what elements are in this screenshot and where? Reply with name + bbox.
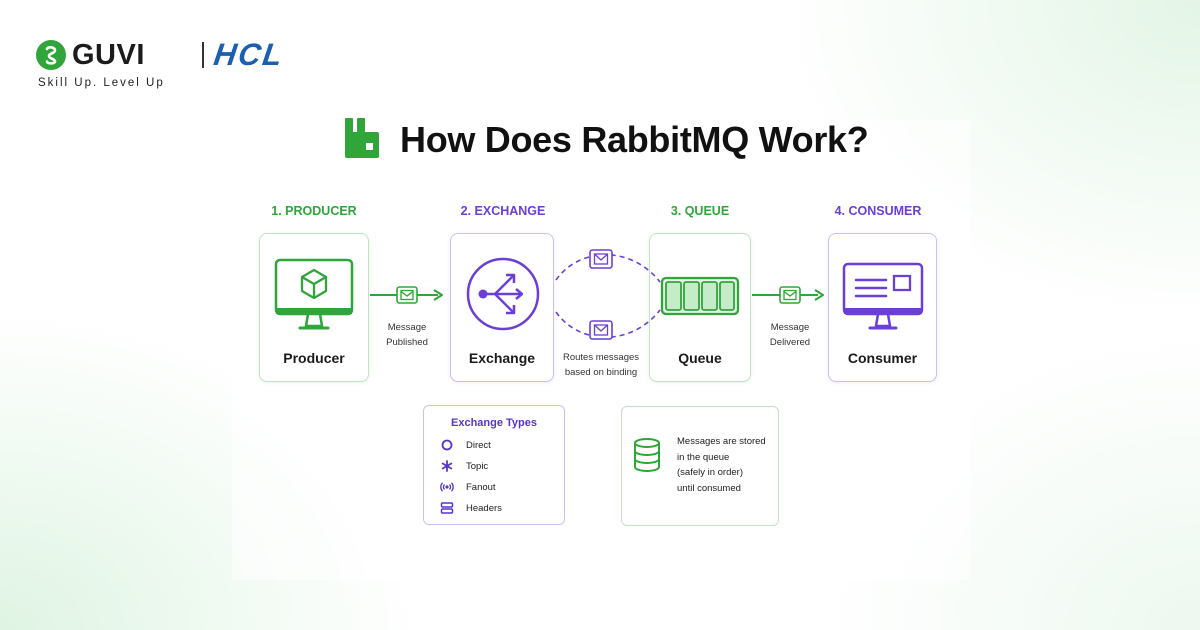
exchange-type-direct: Direct — [440, 437, 491, 453]
consumer-card-title: Consumer — [847, 350, 918, 366]
page-title: How Does RabbitMQ Work? — [400, 119, 869, 160]
logo-divider — [202, 42, 204, 68]
exchange-card: Exchange — [450, 233, 554, 382]
producer-card: Producer — [259, 233, 369, 382]
title-row: How Does RabbitMQ Work? — [0, 115, 1200, 165]
caption-routes-messages: Routes messages based on binding — [562, 352, 640, 378]
step-label-queue: 3. QUEUE — [670, 204, 730, 218]
database-icon — [634, 438, 660, 472]
envelope-icon — [589, 320, 613, 340]
dashed-routes-exchange-queue — [555, 249, 661, 340]
monitor-cube-icon — [274, 258, 354, 330]
routing-arrows-icon — [466, 257, 540, 331]
circle-icon — [441, 439, 453, 451]
envelope-icon — [396, 286, 418, 304]
exchange-types-title: Exchange Types — [451, 417, 537, 429]
queue-card-title: Queue — [678, 350, 722, 366]
exchange-type-headers: Headers — [440, 500, 502, 516]
exchange-card-title: Exchange — [468, 350, 536, 366]
caption-message-delivered: Message Delivered — [769, 322, 811, 348]
brand-tagline: Skill Up. Level Up — [38, 77, 165, 89]
queue-slots-icon — [660, 276, 740, 316]
arrow-queue-consumer — [752, 286, 824, 304]
asterisk-icon — [441, 460, 453, 472]
queue-storage-text: Messages are stored in the queue (safely… — [677, 436, 766, 494]
broadcast-icon — [440, 482, 454, 492]
monitor-document-icon — [842, 262, 924, 330]
caption-message-published: Message Published — [386, 322, 428, 348]
step-label-producer: 1. PRODUCER — [271, 204, 357, 218]
guvi-wordmark: GUVI — [72, 39, 145, 71]
queue-card: Queue — [649, 233, 751, 382]
envelope-icon — [779, 286, 801, 304]
exchange-type-fanout: Fanout — [440, 479, 496, 495]
arrow-producer-exchange — [370, 286, 443, 304]
producer-card-title: Producer — [283, 350, 345, 366]
stacked-bars-icon — [440, 502, 454, 514]
exchange-type-topic: Topic — [440, 458, 488, 474]
exchange-types-box: Exchange Types Direct Topic Fanout Head — [423, 405, 565, 525]
queue-storage-note: Messages are stored in the queue (safely… — [621, 406, 779, 526]
guvi-logo-icon — [36, 40, 66, 70]
envelope-icon — [589, 249, 613, 269]
consumer-card: Consumer — [828, 233, 937, 382]
rabbitmq-logo-icon — [345, 118, 379, 158]
step-label-consumer: 4. CONSUMER — [834, 204, 922, 218]
step-label-exchange: 2. EXCHANGE — [460, 204, 546, 218]
